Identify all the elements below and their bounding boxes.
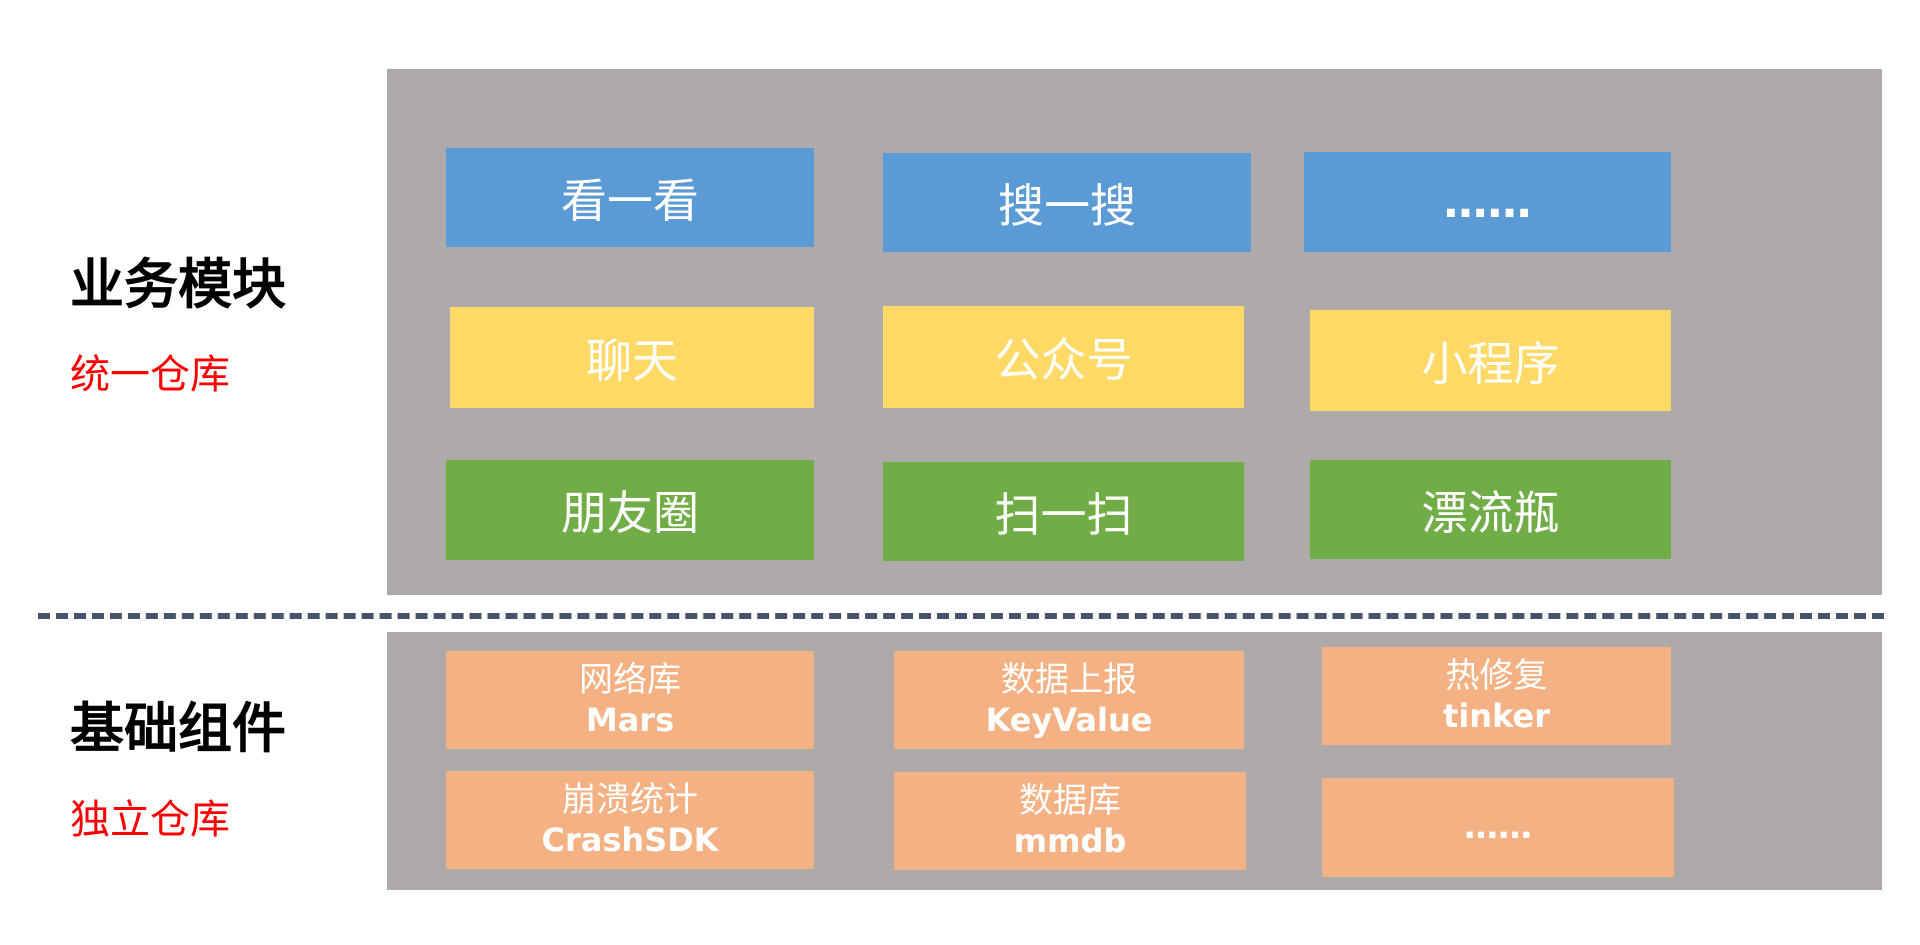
component-lib: mmdb <box>1013 822 1127 861</box>
base-components-subtitle: 独立仓库 <box>70 797 230 843</box>
component-box: 崩溃统计 CrashSDK <box>446 771 814 869</box>
component-box: 数据上报 KeyValue <box>894 651 1244 749</box>
component-box: 热修复 tinker <box>1322 647 1671 745</box>
component-name: 数据库 <box>1019 781 1121 822</box>
module-box: 朋友圈 <box>446 460 814 560</box>
module-box: 看一看 <box>446 148 814 247</box>
module-box-more: …… <box>1304 152 1671 252</box>
module-box: 扫一扫 <box>883 462 1244 561</box>
module-label: 看一看 <box>561 173 699 228</box>
module-label: 小程序 <box>1421 336 1560 391</box>
component-name: …… <box>1464 807 1532 848</box>
module-box: 搜一搜 <box>883 153 1251 252</box>
business-modules-subtitle: 统一仓库 <box>70 352 230 398</box>
business-modules-title: 业务模块 <box>70 253 286 316</box>
component-lib: tinker <box>1443 697 1550 736</box>
module-box: 公众号 <box>883 306 1244 408</box>
component-box-more: …… <box>1322 778 1674 877</box>
component-name: 热修复 <box>1445 656 1548 697</box>
module-label: 公众号 <box>994 333 1133 387</box>
component-box: 数据库 mmdb <box>894 772 1246 870</box>
module-box: 聊天 <box>450 307 814 408</box>
base-components-title: 基础组件 <box>70 697 286 760</box>
module-label: 聊天 <box>586 333 678 388</box>
component-name: 崩溃统计 <box>562 780 698 821</box>
component-lib: KeyValue <box>985 701 1153 740</box>
component-name: 网络库 <box>579 660 681 701</box>
component-lib: Mars <box>585 701 675 740</box>
module-label: 搜一搜 <box>998 178 1136 233</box>
module-box: 漂流瓶 <box>1310 460 1671 559</box>
module-label: 漂流瓶 <box>1421 485 1560 540</box>
module-label: 朋友圈 <box>561 486 699 540</box>
section-divider <box>38 613 1884 619</box>
component-name: 数据上报 <box>1001 660 1137 701</box>
component-box: 网络库 Mars <box>446 651 814 749</box>
module-label: 扫一扫 <box>994 487 1133 542</box>
component-lib: CrashSDK <box>541 821 719 860</box>
module-label: …… <box>1443 176 1532 228</box>
module-box: 小程序 <box>1310 310 1671 411</box>
